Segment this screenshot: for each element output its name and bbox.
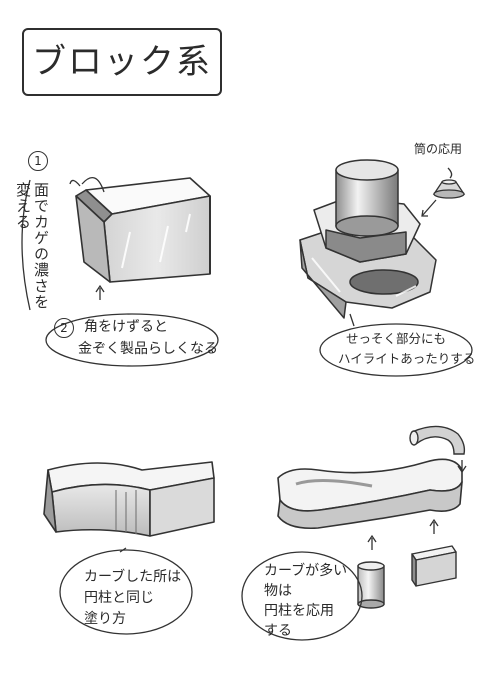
bend-callout-arrow (119, 547, 127, 553)
small-block-drawing (411, 545, 457, 587)
nut-highlight-strokes (311, 257, 417, 297)
curve-note-line4: する (264, 623, 292, 639)
block-highlight-strokes (121, 213, 191, 269)
hex-nut-drawing (299, 159, 437, 319)
curve-note-line1: カーブが多い (264, 563, 348, 579)
pipe-elbow-drawing (409, 425, 466, 455)
tube-label: 筒の応用 (414, 142, 463, 156)
step2-line1: 角をけずると (84, 319, 168, 335)
bent-block-drawing (43, 461, 215, 537)
bend-note-line2: 円柱と同じ (84, 590, 154, 606)
step1-note: 面でカゲの濃さを変える (14, 182, 50, 310)
nut-callout (319, 323, 473, 377)
panel4-arrows (367, 518, 439, 550)
bend-callout (59, 549, 193, 635)
small-cylinder-drawing (357, 561, 385, 609)
bevelled-block-drawing (75, 177, 211, 283)
edge-arrows (69, 176, 105, 300)
step2-line2: 金ぞく製品らしくなる (78, 341, 218, 357)
nut-note-line2: ハイライトあったりする (338, 351, 476, 366)
pipe-arrow (457, 460, 467, 474)
note-bracket (21, 179, 31, 311)
bent-block-shading (115, 490, 137, 534)
cone-arrow (421, 167, 453, 217)
curve-note-line3: 円柱を応用 (264, 603, 334, 619)
curved-bar-drawing (277, 458, 463, 530)
cone-drawing (432, 179, 466, 199)
bend-note-line3: 塗り方 (84, 611, 126, 627)
step2-callout (45, 313, 219, 367)
step2-number: 2 (54, 318, 74, 338)
step1-number: 1 (28, 151, 48, 171)
nut-note-line1: せっそく部分にも (346, 331, 447, 346)
curve-callout (241, 551, 363, 641)
title-frame: ブロック系 (22, 28, 222, 96)
bend-note-line1: カーブした所は (84, 569, 182, 585)
curve-note-line2: 物は (264, 583, 292, 599)
page-title: ブロック系 (32, 42, 212, 82)
nut-callout-arrow (349, 313, 355, 327)
